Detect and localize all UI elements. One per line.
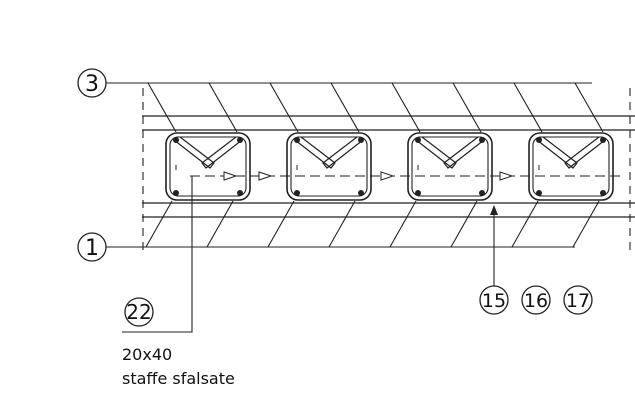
top-bar	[269, 82, 299, 133]
callout-22-label: 22	[126, 300, 151, 324]
corner-bar-dot	[479, 190, 485, 196]
stirrup-outer	[407, 132, 493, 201]
corner-bar-dot	[294, 137, 300, 143]
bottom-bar	[267, 200, 295, 248]
corner-bar-dot	[536, 190, 542, 196]
bar-arrowhead	[258, 171, 273, 181]
bar-arrowhead	[499, 171, 514, 181]
top-bar	[452, 82, 482, 133]
corner-bar-dot	[600, 190, 606, 196]
callout-16-circle	[521, 285, 551, 315]
bottom-bars	[145, 200, 600, 248]
corner-bar-dot	[415, 137, 421, 143]
staggered-bar	[190, 171, 625, 181]
bar-arrowhead	[380, 171, 395, 181]
stirrup	[528, 132, 614, 201]
stirrup-inner	[290, 136, 368, 197]
callout-3-label: 3	[85, 72, 99, 97]
stirrup-hook-left	[536, 136, 578, 169]
top-bar	[574, 82, 604, 133]
callout-22-leader	[122, 176, 193, 333]
break-lines	[142, 88, 631, 250]
callout-17-circle	[563, 285, 593, 315]
stirrup-inner	[169, 136, 247, 197]
corner-bar-dot	[173, 190, 179, 196]
stirrup-inner	[532, 136, 610, 197]
bottom-bar	[206, 200, 234, 248]
corner-bar-dot	[358, 137, 364, 143]
stirrup-outer	[165, 132, 251, 201]
corner-bar-dot	[479, 137, 485, 143]
stirrup-outer	[528, 132, 614, 201]
bottom-bar	[328, 200, 356, 248]
callout-3: 3	[77, 68, 592, 98]
top-bar	[513, 82, 543, 133]
bottom-bar	[572, 200, 600, 248]
callout-15-16-17: 15 16 17	[479, 205, 593, 315]
stirrup-inner	[411, 136, 489, 197]
stirrups	[165, 132, 614, 201]
corner-bar-dot	[173, 137, 179, 143]
top-bars	[147, 82, 604, 133]
callout-15-label: 15	[482, 290, 506, 312]
corner-bar-dot	[237, 137, 243, 143]
top-bar	[391, 82, 421, 133]
callout-15-circle	[479, 285, 509, 315]
callout-22-circle	[124, 297, 154, 327]
bottom-bar	[511, 200, 539, 248]
stirrup	[407, 132, 493, 201]
stirrup-hook-right	[564, 136, 606, 169]
top-bar	[330, 82, 360, 133]
stirrup-hook-left	[294, 136, 336, 169]
bottom-bar	[450, 200, 478, 248]
corner-bar-dot	[600, 137, 606, 143]
stirrup-stagger-note: staffe sfalsate	[122, 369, 235, 388]
callout-15-arrowhead	[490, 205, 498, 215]
callout-1: 1	[77, 232, 575, 262]
corner-bar-dot	[237, 190, 243, 196]
callout-16-label: 16	[524, 290, 548, 312]
callout-17-label: 17	[566, 290, 590, 312]
stirrup-hook-right	[322, 136, 364, 169]
stirrup	[165, 132, 251, 201]
top-bar	[147, 82, 177, 133]
bottom-bar	[389, 200, 417, 248]
bottom-bar	[145, 200, 173, 248]
corner-bar-dot	[294, 190, 300, 196]
stirrup	[286, 132, 372, 201]
callout-22: 22	[122, 176, 193, 333]
corner-bar-dot	[536, 137, 542, 143]
bar-arrows	[223, 171, 514, 181]
stirrup-hook-left	[173, 136, 215, 169]
slab-outline	[142, 115, 635, 218]
corner-bar-dot	[415, 190, 421, 196]
top-bar	[208, 82, 238, 133]
stirrup-hook-right	[201, 136, 243, 169]
stirrup-outer	[286, 132, 372, 201]
bar-arrowhead	[223, 171, 238, 181]
corner-bar-dot	[358, 190, 364, 196]
stirrup-size-note: 20x40	[122, 345, 172, 364]
stirrup-hook-right	[443, 136, 485, 169]
stirrup-hook-left	[415, 136, 457, 169]
callout-1-label: 1	[85, 236, 99, 261]
